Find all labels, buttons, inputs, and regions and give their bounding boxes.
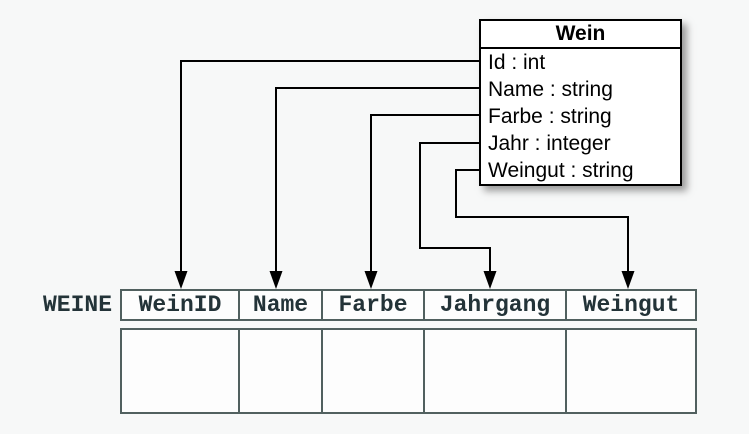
column-header-weingut: Weingut [582,292,680,318]
connector-jahr-to-jahrgang [419,142,491,273]
column-header-weinid: WeinID [122,291,240,319]
column-header-name: Name [240,291,323,319]
class-attribute-list: Id : int Name : string Farbe : string Ja… [481,49,680,184]
class-box-wein: Wein Id : int Name : string Farbe : stri… [479,19,682,186]
class-box-title: Wein [481,21,680,49]
table-header-row: WeinID Name Farbe Jahrgang Weingut [120,289,697,321]
class-attribute-jahr: Jahr : integer [488,131,611,155]
class-attribute-name: Name : string [488,77,613,101]
class-attribute-weingut: Weingut : string [488,158,634,182]
table-cell-empty [240,330,323,412]
table-body-row [120,328,697,414]
column-header-farbe: Farbe [323,291,425,319]
connector-name-to-name [275,87,479,273]
table-cell-empty [567,330,695,412]
arrowhead-farbe [364,271,378,289]
column-header-jahrgang: Jahrgang [425,291,567,319]
connector-id-to-weinid [180,60,479,273]
arrowhead-jahrgang [483,271,497,289]
class-attribute-id: Id : int [488,50,546,74]
connector-farbe-to-farbe [370,114,479,273]
arrowhead-weinid [174,271,188,289]
table-cell-empty [323,330,425,412]
connector-weingut-to-weingut [455,169,629,273]
table-cell-empty [425,330,567,412]
arrowhead-weingut [621,271,635,289]
table-cell-empty [122,330,240,412]
class-attribute-farbe: Farbe : string [488,104,612,128]
table-name-label: WEINE [42,292,112,318]
arrowhead-name [269,271,283,289]
